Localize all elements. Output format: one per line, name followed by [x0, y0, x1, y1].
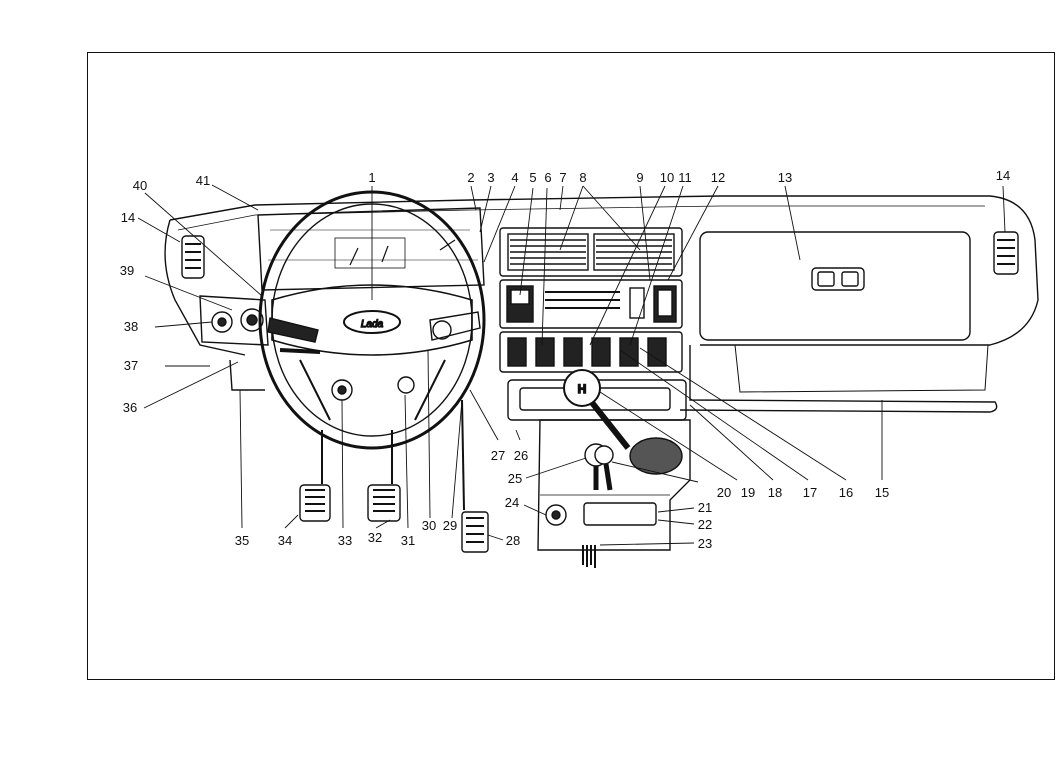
callout-31: 31 [401, 533, 415, 548]
callout-5: 5 [529, 170, 536, 185]
side-vent-right-icon[interactable] [994, 232, 1018, 274]
callout-7: 7 [559, 170, 566, 185]
callout-3: 3 [487, 170, 494, 185]
heater-control-panel[interactable] [500, 280, 682, 328]
callout-14-left: 14 [121, 210, 135, 225]
lower-lever[interactable] [398, 377, 414, 393]
callout-10: 10 [660, 170, 674, 185]
callout-8: 8 [579, 170, 586, 185]
callout-17: 17 [803, 485, 817, 500]
callout-20: 20 [717, 485, 731, 500]
steering-logo: Lada [361, 319, 384, 330]
callout-18: 18 [768, 485, 782, 500]
glovebox[interactable] [700, 232, 970, 340]
callout-39: 39 [120, 263, 134, 278]
callout-33: 33 [338, 533, 352, 548]
stalk-left[interactable] [268, 318, 320, 352]
pedal-clutch[interactable] [300, 430, 330, 521]
callout-1: 1 [368, 170, 375, 185]
callout-14-right: 14 [996, 168, 1010, 183]
callout-37: 37 [124, 358, 138, 373]
callout-35: 35 [235, 533, 249, 548]
callout-32: 32 [368, 530, 382, 545]
callout-19: 19 [741, 485, 755, 500]
callout-9: 9 [636, 170, 643, 185]
pedal-brake[interactable] [368, 430, 400, 521]
choke-cable-icon[interactable] [583, 545, 595, 568]
callout-27: 27 [491, 448, 505, 463]
callout-2: 2 [467, 170, 474, 185]
ashtray[interactable] [584, 503, 656, 525]
left-switch-panel[interactable] [200, 296, 268, 345]
transfer-levers[interactable] [585, 444, 613, 490]
callout-11: 11 [678, 170, 692, 185]
callout-12: 12 [711, 170, 725, 185]
callout-29: 29 [443, 518, 457, 533]
switch-row[interactable] [500, 332, 682, 372]
callout-38: 38 [124, 319, 138, 334]
pedal-accelerator[interactable] [462, 400, 488, 552]
instrument-cluster [258, 208, 484, 290]
callout-34: 34 [278, 533, 292, 548]
callout-26: 26 [514, 448, 528, 463]
callout-15: 15 [875, 485, 889, 500]
callout-16: 16 [839, 485, 853, 500]
callout-30: 30 [422, 518, 436, 533]
callout-4: 4 [511, 170, 518, 185]
gear-knob-marks: H [578, 382, 587, 396]
callout-36: 36 [123, 400, 137, 415]
callout-22: 22 [698, 517, 712, 532]
callout-24: 24 [505, 495, 519, 510]
callout-6: 6 [544, 170, 551, 185]
callout-28: 28 [506, 533, 520, 548]
callout-13: 13 [778, 170, 792, 185]
callout-21: 21 [698, 500, 712, 515]
callout-40: 40 [133, 178, 147, 193]
callout-41: 41 [196, 173, 210, 188]
ignition-switch[interactable] [332, 380, 352, 400]
callout-23: 23 [698, 536, 712, 551]
callout-25: 25 [508, 471, 522, 486]
cigarette-lighter[interactable] [546, 505, 566, 525]
